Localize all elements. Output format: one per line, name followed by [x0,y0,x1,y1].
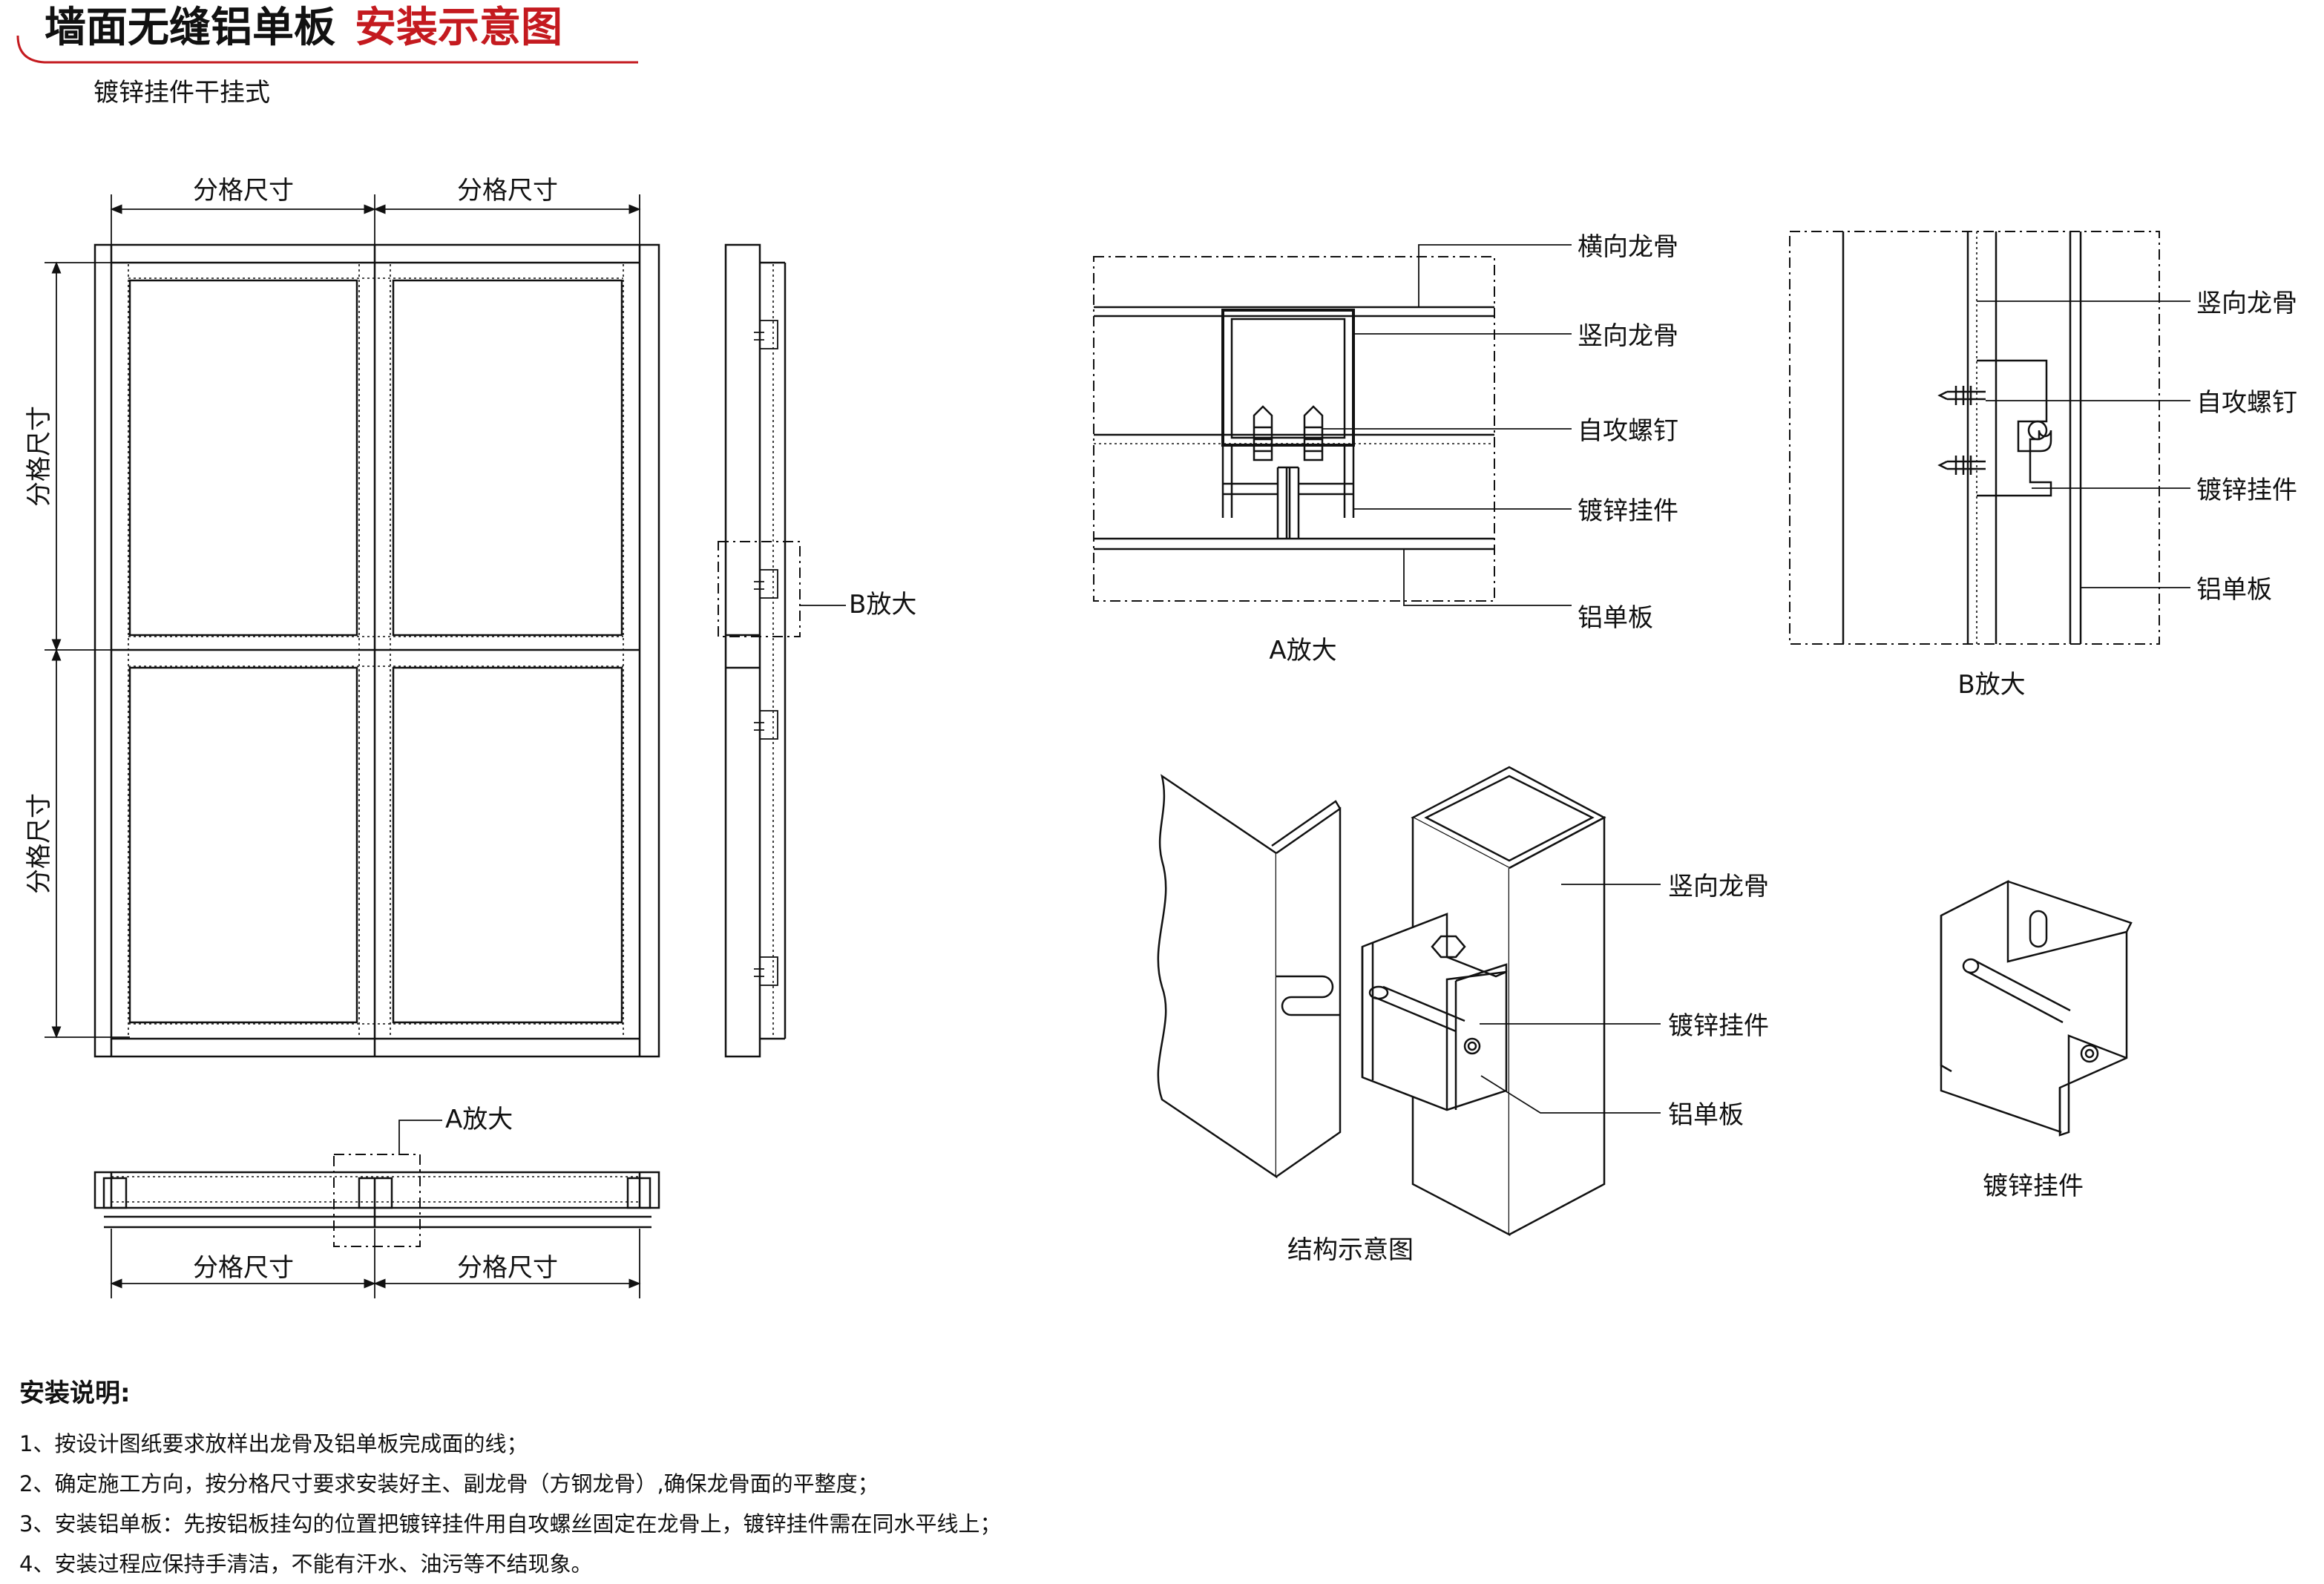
dim-label: 分格尺寸 [457,1253,558,1283]
dim-label: 分格尺寸 [193,1253,294,1283]
label-galvanized-hanger: 镀锌挂件 [1578,496,1678,526]
note-item: 1、按设计图纸要求放样出龙骨及铝单板完成面的线； [19,1431,528,1456]
hanger-view: 镀锌挂件 [1940,879,2133,1201]
header: 墙面无缝铝单板 安装示意图 镀锌挂件干挂式 [16,4,638,108]
note-item: 3、安装铝单板：先按铝板挂勾的位置把镀锌挂件用自攻螺丝固定在龙骨上，镀锌挂件需在… [19,1511,1002,1537]
notes-title: 安装说明: [19,1378,131,1408]
title-underline [16,35,638,64]
dim-label: 分格尺寸 [24,793,54,894]
installation-notes: 安装说明: 1、按设计图纸要求放样出龙骨及铝单板完成面的线； 2、确定施工方向，… [19,1373,2245,1584]
callout-b-label: B放大 [849,590,916,620]
structure-view: 竖向龙骨 镀锌挂件 铝单板 结构示意图 [1157,766,1769,1265]
label-galvanized-hanger: 镀锌挂件 [1668,1011,1769,1041]
dim-label: 分格尺寸 [457,176,558,206]
detail-a: 横向龙骨 竖向龙骨 自攻螺钉 镀锌挂件 铝单板 A放大 [1093,232,1678,666]
label-self-tapping-screw: 自攻螺钉 [1578,416,1678,446]
dim-label: 分格尺寸 [193,176,294,206]
callout-a-label: A放大 [445,1105,513,1134]
caption-detail-b: B放大 [1957,670,2025,700]
label-vertical-keel: 竖向龙骨 [1578,321,1678,351]
label-aluminum-panel: 铝单板 [1668,1100,1744,1130]
front-view: 分格尺寸 分格尺寸 分格尺寸 分格尺寸 [24,176,660,1058]
page-subtitle: 镀锌挂件干挂式 [93,78,270,108]
caption-hanger-view: 镀锌挂件 [1983,1171,2084,1201]
caption-detail-a: A放大 [1269,636,1336,666]
note-item: 2、确定施工方向，按分格尺寸要求安装好主、副龙骨（方钢龙骨）,确保龙骨面的平整度… [19,1471,879,1496]
page-title: 墙面无缝铝单板 [45,4,335,52]
label-galvanized-hanger: 镀锌挂件 [2196,476,2297,505]
label-vertical-keel: 竖向龙骨 [2196,289,2297,318]
dim-label: 分格尺寸 [24,406,54,507]
label-horizontal-keel: 横向龙骨 [1578,232,1678,262]
note-item: 4、安装过程应保持手清洁，不能有汗水、油污等不结现象。 [19,1551,593,1577]
caption-structure-view: 结构示意图 [1287,1235,1414,1265]
side-view: B放大 [718,243,916,1058]
page-title-accent: 安装示意图 [355,4,562,52]
plan-view: A放大 分格尺寸 分格尺寸 [93,1105,660,1298]
label-aluminum-panel: 铝单板 [1578,603,1653,633]
label-aluminum-panel: 铝单板 [2196,575,2272,605]
label-vertical-keel: 竖向龙骨 [1668,872,1769,901]
label-self-tapping-screw: 自攻螺钉 [2196,388,2297,418]
detail-b: 竖向龙骨 自攻螺钉 镀锌挂件 铝单板 B放大 [1789,231,2297,700]
